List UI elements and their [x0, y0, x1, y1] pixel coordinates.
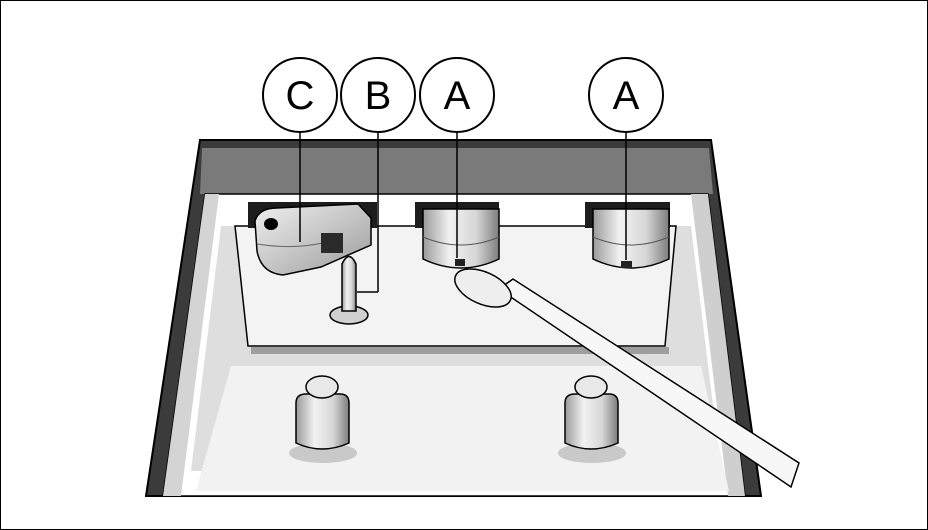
callout-b: B — [340, 57, 416, 133]
pin-b — [329, 255, 369, 325]
connector-a-left — [422, 208, 500, 269]
callout-a-right-label: A — [613, 74, 640, 118]
standoff-right — [558, 375, 626, 463]
callout-b-label: B — [365, 74, 392, 118]
latch-c — [254, 203, 372, 276]
callout-a-left-label: A — [444, 74, 471, 118]
connector-a-right — [592, 208, 670, 269]
callout-a-left: A — [419, 57, 495, 133]
callout-c: C — [262, 57, 338, 133]
callout-c-label: C — [286, 74, 315, 118]
leader-lines — [299, 130, 627, 293]
cotton-swab — [454, 268, 800, 489]
standoff-left — [289, 375, 357, 463]
callout-a-right: A — [588, 57, 664, 133]
